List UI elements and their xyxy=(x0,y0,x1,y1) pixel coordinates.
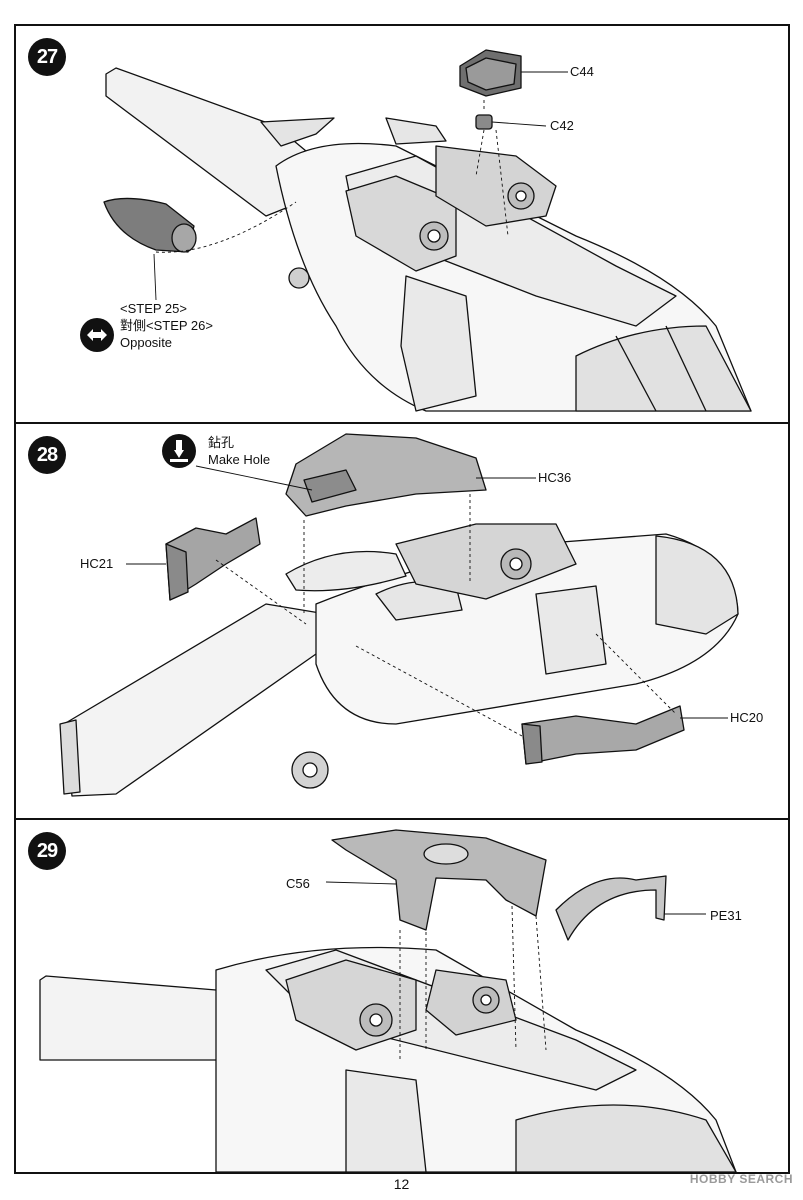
watermark: HOBBY SEARCH xyxy=(689,1172,793,1186)
drill-hole-icon xyxy=(162,434,196,468)
step-number-badge: 28 xyxy=(28,436,66,474)
note-opposite: Opposite xyxy=(120,335,173,350)
step-25-26-note: <STEP 25> 對側<STEP 26> Opposite xyxy=(120,300,213,351)
make-hole-english: Make Hole xyxy=(208,452,271,467)
part-label-c44: C44 xyxy=(570,64,594,79)
step-number-badge: 27 xyxy=(28,38,66,76)
part-label-c56: C56 xyxy=(286,876,310,891)
step-28-illustration xyxy=(59,433,739,797)
step-27-illustration xyxy=(103,49,752,412)
step-29-panel: 29 C56 PE31 xyxy=(14,818,790,1174)
step-29-illustration xyxy=(39,829,737,1172)
make-hole-chinese: 鉆孔 xyxy=(208,435,235,450)
part-label-hc36: HC36 xyxy=(538,470,572,485)
step-27-panel: 27 C44 C42 <STEP 25> 對側<STEP 26> Opposit… xyxy=(14,24,790,424)
page-number: 12 xyxy=(393,1176,410,1192)
part-label-hc20: HC20 xyxy=(730,710,764,725)
part-label-hc21: HC21 xyxy=(80,556,114,571)
make-hole-instruction: 鉆孔 Make Hole xyxy=(208,434,270,468)
part-label-pe31: PE31 xyxy=(710,908,742,923)
step-number-badge: 29 xyxy=(28,832,66,870)
part-label-c42: C42 xyxy=(550,118,574,133)
step-28-panel: 28 鉆孔 Make Hole HC36 HC21 HC20 xyxy=(14,422,790,820)
double-arrow-icon xyxy=(80,318,114,352)
note-step-26: 對側<STEP 26> xyxy=(120,318,213,333)
note-step-25: <STEP 25> xyxy=(120,301,187,316)
